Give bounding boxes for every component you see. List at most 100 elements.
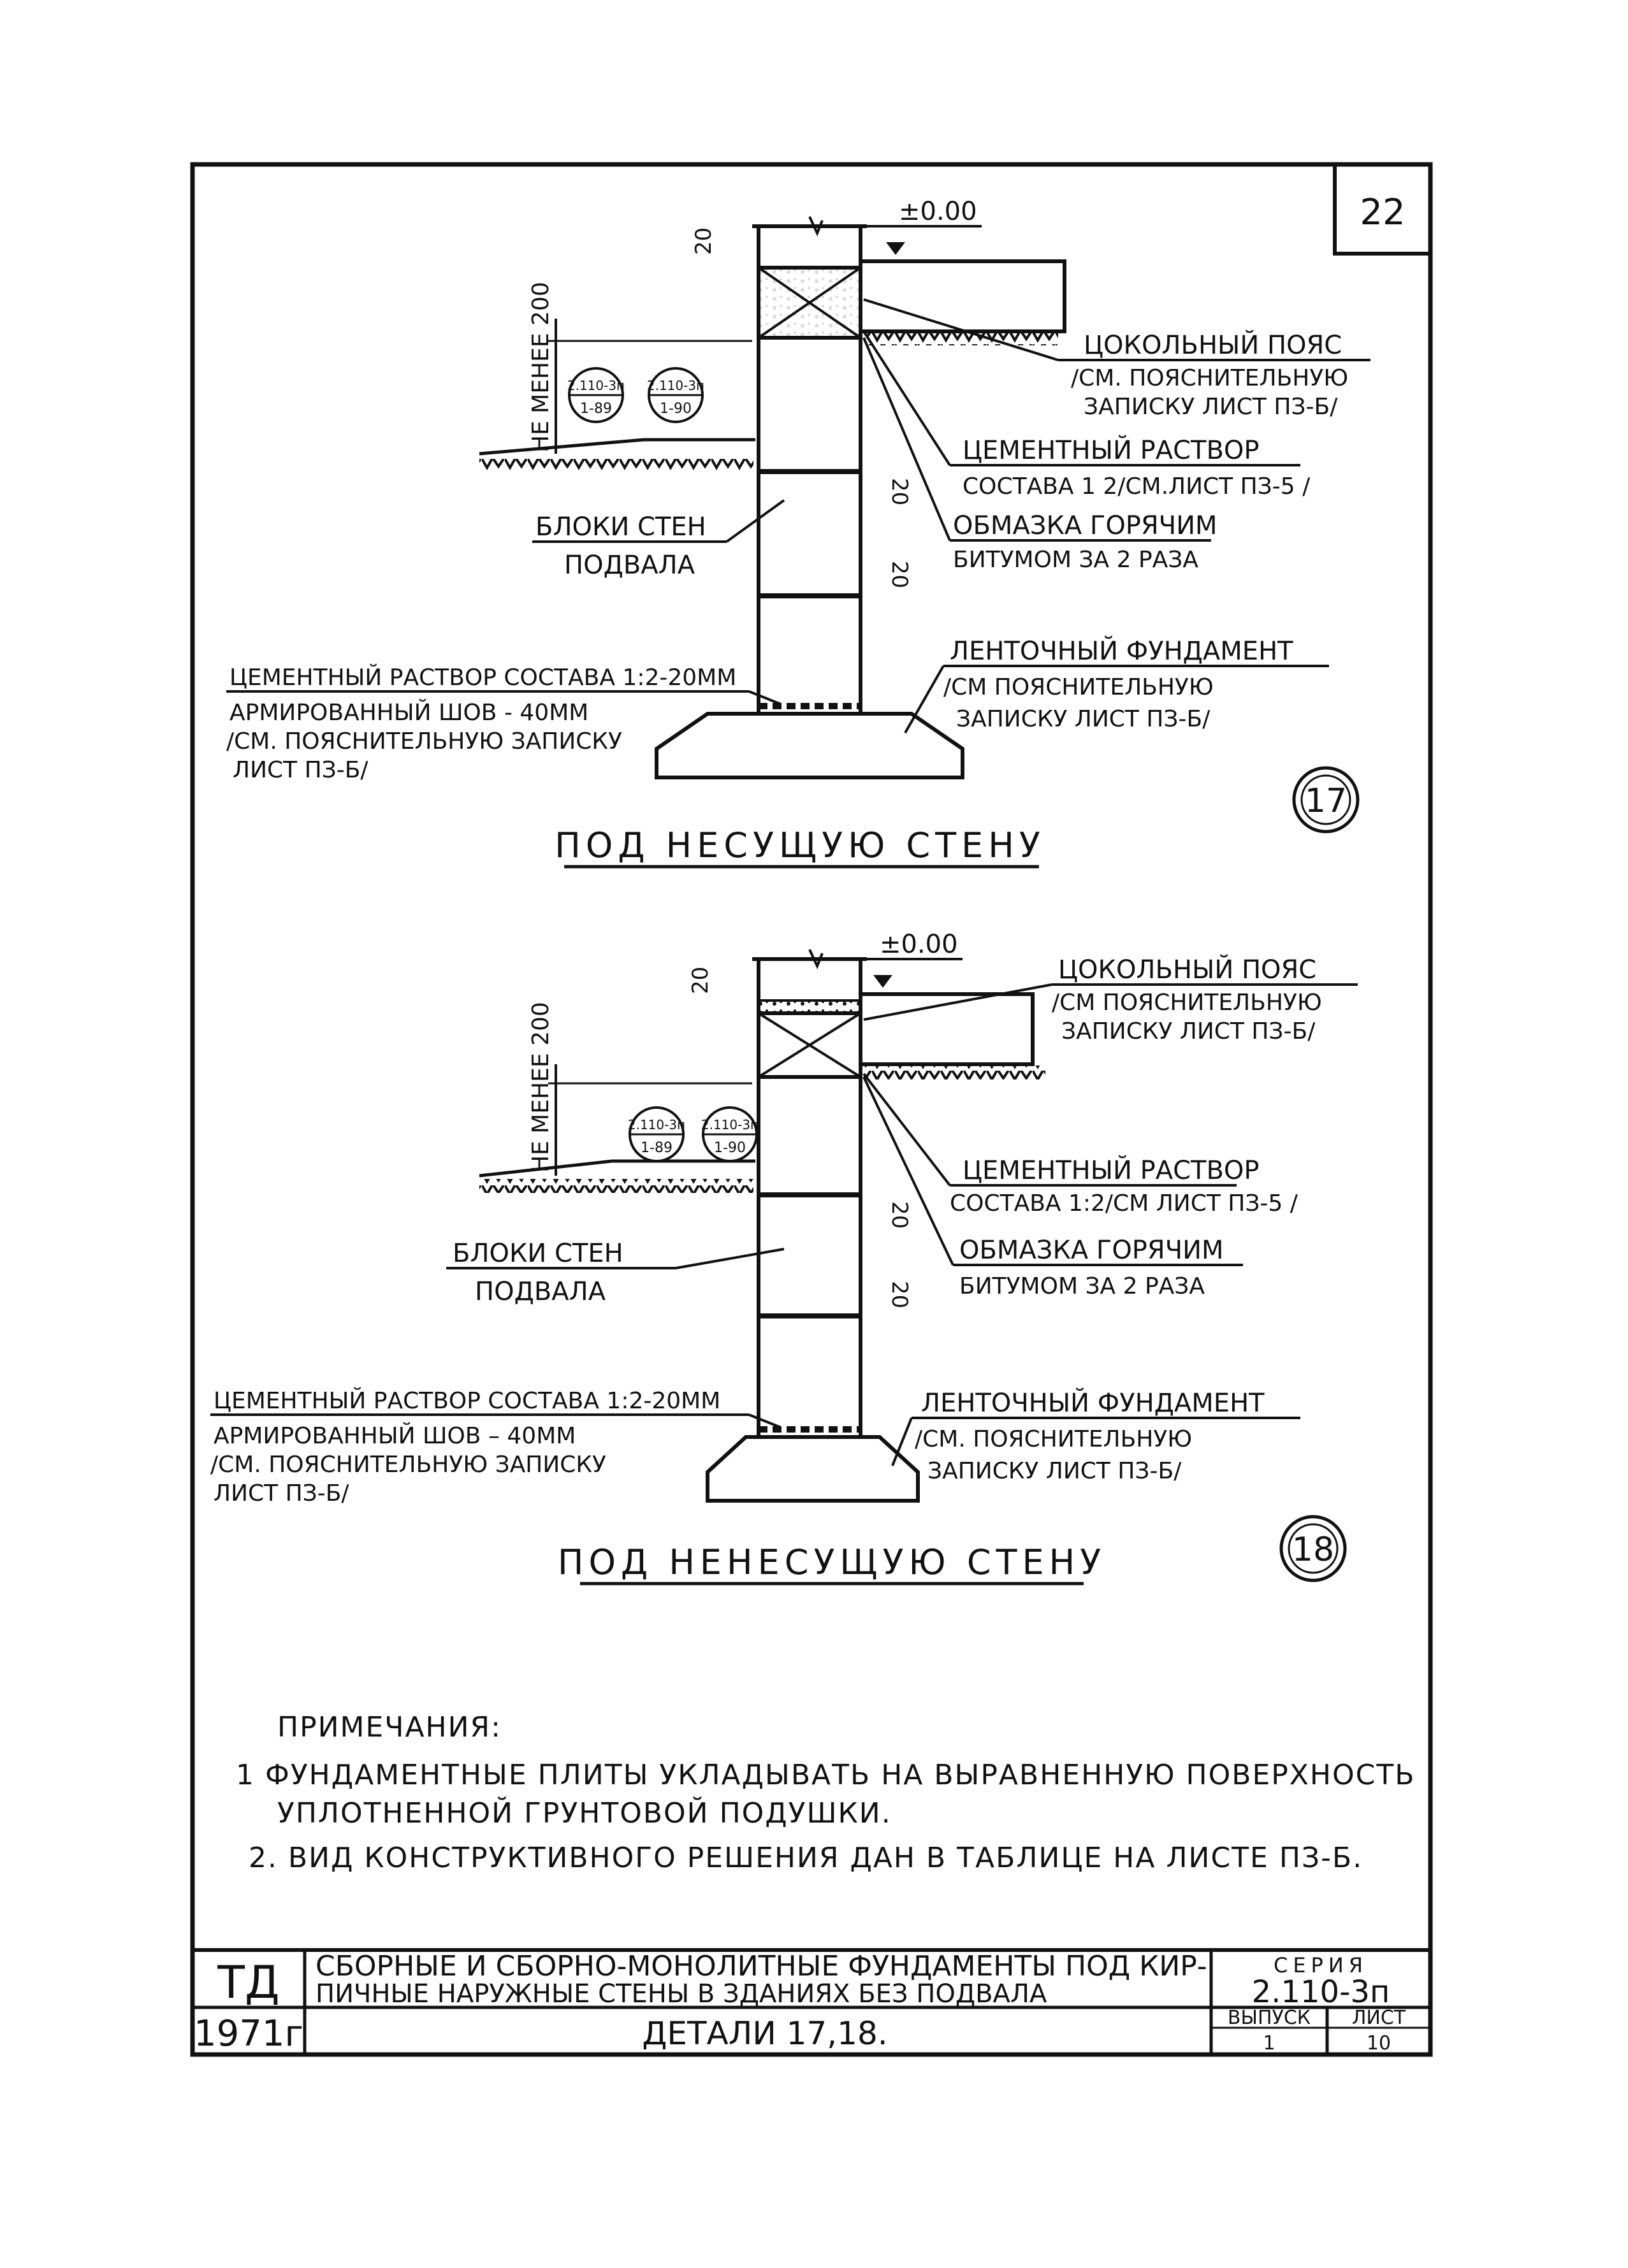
leader-line xyxy=(863,298,1059,361)
leader-line xyxy=(862,337,951,541)
note-1-continued: УПЛОТНЕННОЙ ГРУНТОВОЙ ПОДУШКИ. xyxy=(277,1796,892,1830)
ref-bottom: 1-90 xyxy=(660,401,692,417)
floor-slab xyxy=(859,992,1035,1066)
dimension-value: 20 xyxy=(691,228,716,255)
leader-line xyxy=(862,330,951,466)
ref-bottom: 1-90 xyxy=(714,1140,746,1156)
plinth-belt-label: ЦОКОЛЬНЫЙ ПОЯС xyxy=(1084,329,1342,360)
footing-label: ЛЕНТОЧНЫЙ ФУНДАМЕНТ xyxy=(950,635,1293,666)
leader-line xyxy=(863,983,1052,1021)
detail-number-circle xyxy=(1292,766,1360,834)
joint-note: АРМИРОВАННЫЙ ШОВ - 40ММ xyxy=(229,699,588,726)
joint-note: АРМИРОВАННЫЙ ШОВ – 40ММ xyxy=(214,1422,576,1449)
elevation-triangle xyxy=(886,242,905,255)
min-height-dimension: НЕ МЕНЕЕ 200 xyxy=(528,1002,554,1173)
footing-note: ЗАПИСКУ ЛИСТ ПЗ-Б/ xyxy=(956,706,1210,732)
blind-area xyxy=(479,438,755,456)
sheet-number: 22 xyxy=(1360,192,1405,233)
leader-line xyxy=(675,1248,785,1269)
series-label: СЕРИЯ xyxy=(1274,1953,1368,1977)
plinth-cross-b xyxy=(757,266,862,339)
plinth-belt-label: ЦОКОЛЬНЫЙ ПОЯС xyxy=(1058,954,1316,985)
ref-top: 2.110-3п xyxy=(701,1117,759,1132)
plinth-belt-note: ЗАПИСКУ ЛИСТ ПЗ-Б/ xyxy=(1084,394,1338,420)
series-value: 2.110-3п xyxy=(1252,1974,1390,2010)
issue-value: 1 xyxy=(1263,2032,1275,2055)
detail-number-circle xyxy=(1279,1515,1347,1582)
footing-note: /СМ. ПОЯСНИТЕЛЬНУЮ xyxy=(915,1426,1192,1452)
blocks-label: ПОДВАЛА xyxy=(564,551,695,580)
blocks-label: БЛОКИ СТЕН xyxy=(535,512,706,542)
plinth-belt-note: ЗАПИСКУ ЛИСТ ПЗ-Б/ xyxy=(1061,1018,1316,1044)
blocks-label: БЛОКИ СТЕН xyxy=(453,1239,623,1268)
detail-number: 17 xyxy=(1305,782,1347,820)
joint-note: ЛИСТ ПЗ-Б/ xyxy=(233,757,368,783)
elevation-label: ±0.00 xyxy=(899,197,977,226)
elevation-label: ±0.00 xyxy=(880,930,958,959)
mortar-note: СОСТАВА 1 2/СМ.ЛИСТ ПЗ-5 / xyxy=(963,473,1311,500)
leader-line xyxy=(862,1076,954,1266)
joint-note: /СМ. ПОЯСНИТЕЛЬНУЮ ЗАПИСКУ xyxy=(210,1452,606,1478)
sheet-number-box xyxy=(1333,163,1432,256)
year: 1971г xyxy=(194,2013,303,2055)
bitumen-label: ОБМАЗКА ГОРЯЧИМ xyxy=(953,511,1217,540)
strip-footing xyxy=(655,712,964,779)
ground-hatch xyxy=(867,331,1058,345)
min-height-dimension: НЕ МЕНЕЕ 200 xyxy=(528,282,554,452)
note-2: 2. ВИД КОНСТРУКТИВНОГО РЕШЕНИЯ ДАН В ТАБ… xyxy=(249,1842,1363,1874)
joint-note: ЛИСТ ПЗ-Б/ xyxy=(214,1480,349,1506)
joint-label: ЦЕМЕНТНЫЙ РАСТВОР СОСТАВА 1:2-20ММ xyxy=(229,664,736,691)
drawing-title-line-1: СБОРНЫЕ И СБОРНО-МОНОЛИТНЫЕ ФУНДАМЕНТЫ П… xyxy=(316,1950,1207,1983)
ref-bottom: 1-89 xyxy=(641,1140,672,1156)
blocks-label: ПОДВАЛА xyxy=(475,1277,606,1306)
bitumen-label: ОБМАЗКА ГОРЯЧИМ xyxy=(959,1236,1224,1265)
sheet-value: 10 xyxy=(1367,2032,1391,2055)
ground-hatch xyxy=(479,1179,753,1193)
dimension-value: 20 xyxy=(887,561,912,588)
footing-note: /СМ ПОЯСНИТЕЛЬНУЮ xyxy=(943,674,1214,700)
break-mark xyxy=(808,949,824,970)
mortar-label: ЦЕМЕНТНЫЙ РАСТВОР xyxy=(963,435,1260,465)
bitumen-note: БИТУМОМ ЗА 2 РАЗА xyxy=(959,1273,1205,1299)
notes: ПРИМЕЧАНИЯ: 1 ФУНДАМЕНТНЫЕ ПЛИТЫ УКЛАДЫВ… xyxy=(236,1711,1415,1874)
leader-line xyxy=(725,499,785,543)
ref-top: 2.110-3п xyxy=(647,378,704,393)
detail-number: 18 xyxy=(1292,1531,1334,1569)
ref-top: 2.110-3п xyxy=(567,378,625,393)
title-block: ТД 1971г СБОРНЫЕ И СБОРНО-МОНОЛИТНЫЕ ФУН… xyxy=(193,1948,1430,2055)
mortar-note: СОСТАВА 1:2/СМ ЛИСТ ПЗ-5 / xyxy=(950,1190,1298,1217)
dimension-value: 20 xyxy=(887,478,912,505)
note-1: 1 ФУНДАМЕНТНЫЕ ПЛИТЫ УКЛАДЫВАТЬ НА ВЫРАВ… xyxy=(236,1759,1415,1791)
leader-line xyxy=(748,690,781,705)
ground-hatch xyxy=(864,1065,1045,1080)
leader-line xyxy=(891,1417,913,1466)
leader-line xyxy=(862,1073,951,1187)
detail-number-circle-inner xyxy=(1300,774,1351,825)
bitumen-note: БИТУМОМ ЗА 2 РАЗА xyxy=(953,547,1198,573)
detail-18: ±0.00 20 20 20 НЕ МЕНЕЕ 200 2.110-3п 1-8… xyxy=(210,930,1358,1585)
detail-number-circle-inner xyxy=(1288,1523,1339,1574)
elevation-triangle xyxy=(873,975,892,988)
ref-top: 2.110-3п xyxy=(628,1117,685,1132)
mortar-label: ЦЕМЕНТНЫЙ РАСТВОР xyxy=(963,1155,1260,1185)
footing-label: ЛЕНТОЧНЫЙ ФУНДАМЕНТ xyxy=(921,1387,1265,1418)
dimension-value: 20 xyxy=(688,967,713,994)
ground-hatch xyxy=(479,458,753,472)
sheet-label: ЛИСТ xyxy=(1352,2007,1406,2029)
notes-heading: ПРИМЕЧАНИЯ: xyxy=(277,1711,502,1744)
issue-label: ВЫПУСК xyxy=(1228,2007,1311,2029)
detail-title: ПОД НЕСУЩУЮ СТЕНУ xyxy=(555,825,1045,865)
joint-label: ЦЕМЕНТНЫЙ РАСТВОР СОСТАВА 1:2-20ММ xyxy=(214,1387,720,1414)
break-mark xyxy=(808,216,824,237)
detail-17: ±0.00 20 20 20 НЕ МЕНЕЕ 200 2.110-3п 1-8… xyxy=(226,197,1370,869)
floor-slab xyxy=(859,259,1066,333)
leader-line xyxy=(748,1413,781,1429)
leader-line xyxy=(904,665,945,733)
footing-note: ЗАПИСКУ ЛИСТ ПЗ-Б/ xyxy=(927,1458,1182,1484)
plinth-cross-b xyxy=(757,1012,862,1078)
ref-bottom: 1-89 xyxy=(580,401,612,417)
sheet-frame xyxy=(190,162,1433,2057)
plinth-belt-note: /СМ ПОЯСНИТЕЛЬНУЮ xyxy=(1052,990,1322,1016)
joint-note: /СМ. ПОЯСНИТЕЛЬНУЮ ЗАПИСКУ xyxy=(226,728,622,755)
